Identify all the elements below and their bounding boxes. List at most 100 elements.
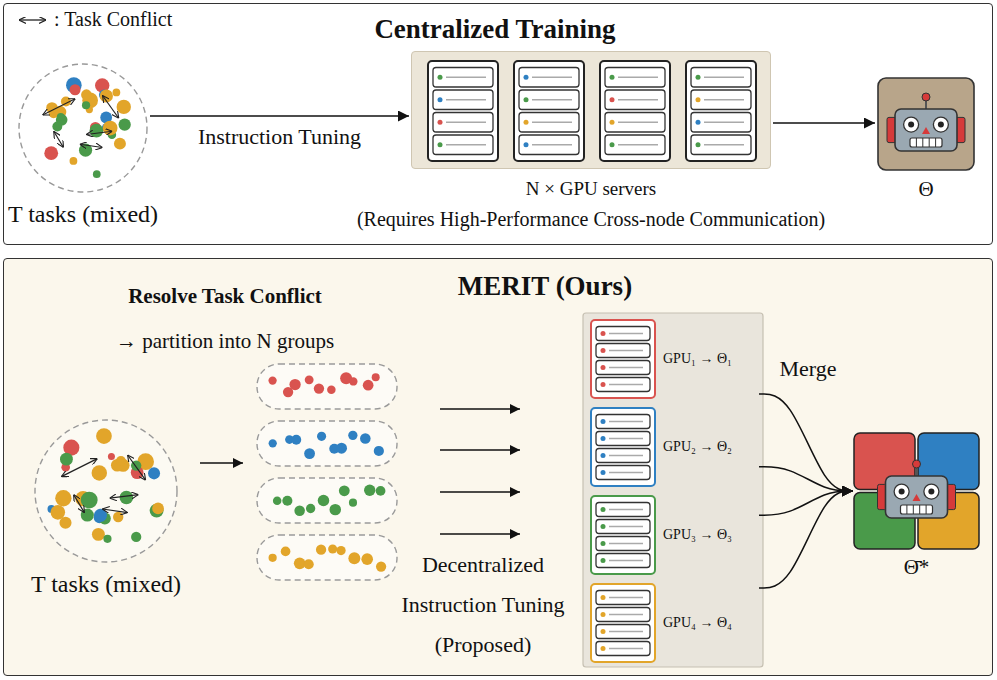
slot-line <box>609 438 643 439</box>
server-caption: N × GPU servers <box>526 178 657 200</box>
rack-frame <box>686 61 756 161</box>
rack-slot <box>596 503 650 517</box>
task-dot <box>376 561 386 571</box>
row-node: GPU₃ → Θ₃ <box>589 495 759 575</box>
robot-tooth <box>926 505 927 514</box>
robot-tooth <box>922 138 923 147</box>
task-dot <box>82 101 90 109</box>
merged-node: Θ̄* <box>854 433 979 549</box>
slot-line <box>618 77 658 78</box>
slot-led <box>610 142 615 147</box>
task-dot <box>92 528 105 541</box>
task-dot <box>364 485 375 496</box>
robot-tooth <box>935 138 936 147</box>
partition-arrow <box>200 462 243 464</box>
task-dot <box>305 375 314 384</box>
task-dot <box>116 456 126 466</box>
circle-node: T tasks (mixed) <box>34 419 178 563</box>
slot-line <box>532 77 572 78</box>
robot-tooth <box>919 505 920 514</box>
rack-slot <box>691 90 751 110</box>
rack-slot <box>519 90 579 110</box>
task-dot <box>93 170 101 178</box>
group-pill <box>257 364 397 409</box>
slot-line <box>609 367 643 368</box>
task-dot <box>96 428 112 444</box>
robot-tooth <box>913 505 914 514</box>
task-dot <box>52 122 62 132</box>
circle-drawing <box>18 63 148 193</box>
gpu-label: GPU₂ → Θ₂ <box>663 439 732 455</box>
robot-tooth <box>906 505 907 514</box>
rack-slot <box>596 361 650 375</box>
group-arrow <box>440 449 520 451</box>
robot-mouth <box>901 505 933 514</box>
slot-line <box>532 122 572 123</box>
robot-head <box>895 109 957 151</box>
rack-slot <box>433 90 493 110</box>
rack-frame <box>428 61 498 161</box>
slot-led <box>438 97 443 102</box>
rack-slot <box>691 113 751 133</box>
slot-line <box>609 421 643 422</box>
task-dot <box>81 89 92 100</box>
rack-frame <box>514 61 584 161</box>
legend-entry: : Task Conflict <box>16 8 172 31</box>
robot-drawing <box>877 77 975 171</box>
slot-line <box>609 455 643 456</box>
task-pool-label: T tasks (mixed) <box>8 201 158 228</box>
model-symbol: Θ̄* <box>904 555 930 580</box>
robot-frame <box>878 78 974 170</box>
server-rack <box>428 61 498 161</box>
task-dot <box>113 512 123 522</box>
task-dot <box>349 377 357 385</box>
slot-line <box>609 560 643 561</box>
conflict-arrow <box>102 509 127 513</box>
task-dot <box>336 443 347 454</box>
task-dot <box>285 435 294 444</box>
group-arrow <box>440 491 520 493</box>
rack-slot <box>596 625 650 639</box>
task-dot <box>152 503 164 515</box>
robot-mouth <box>910 138 942 147</box>
task-dot <box>148 467 160 479</box>
gpu-panel <box>583 313 763 667</box>
task-dot <box>318 495 330 507</box>
merge-label: Merge <box>768 356 848 382</box>
robot-tooth <box>929 138 930 147</box>
rack-slot <box>433 135 493 155</box>
task-dot <box>291 435 301 445</box>
rack-slot <box>605 90 665 110</box>
task-dot <box>281 547 291 557</box>
conflict-arrow <box>74 495 85 513</box>
rack-slot <box>596 608 650 622</box>
row-node: GPU₄ → Θ₄ <box>589 583 759 663</box>
robot-antenna-tip <box>913 460 921 468</box>
group-arrow <box>440 408 520 410</box>
task-dot <box>120 491 134 505</box>
conflict-arrow <box>43 99 75 115</box>
task-dot <box>360 433 371 444</box>
task-dot <box>57 113 65 121</box>
rack-slot <box>433 68 493 88</box>
rack-slot <box>596 642 650 656</box>
slot-line <box>609 631 643 632</box>
slot-led <box>438 142 443 147</box>
slot-line <box>532 144 572 145</box>
task-dot <box>294 558 306 570</box>
conflict-sample <box>16 12 50 28</box>
slot-line <box>609 543 643 544</box>
rack-slot <box>433 113 493 133</box>
task-dot <box>51 505 66 520</box>
robot-tooth <box>916 138 917 147</box>
task-dot <box>94 509 107 522</box>
task-pool-outline <box>19 64 147 192</box>
rack-slot <box>596 327 650 341</box>
gpubox-node: N × GPU servers(Requires High-Performanc… <box>411 51 771 169</box>
slot-led <box>601 595 606 600</box>
task-dot <box>316 545 326 555</box>
step-note: → partition into N groups <box>75 329 375 354</box>
task-dot <box>283 387 293 397</box>
connector <box>759 491 853 588</box>
